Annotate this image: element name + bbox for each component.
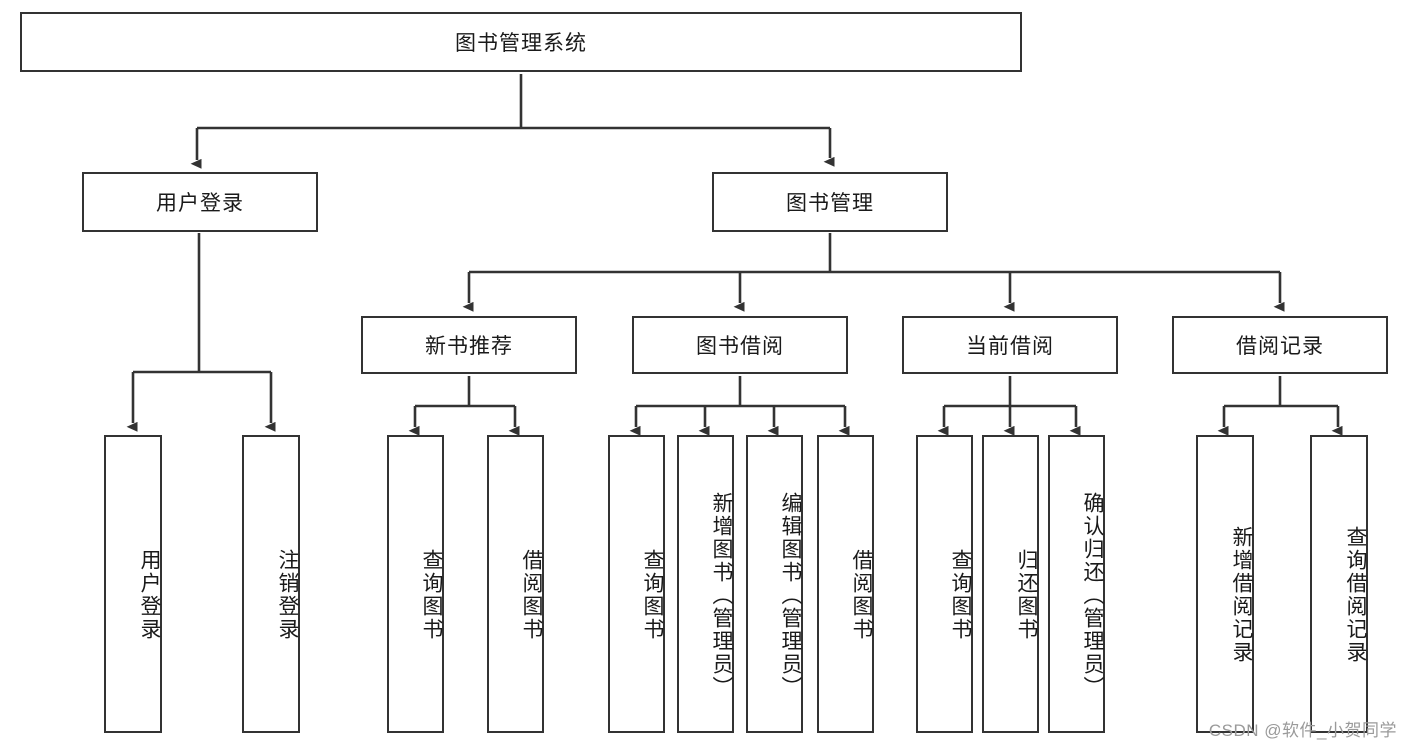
leaf-bb-borrow-book[interactable]: 借阅图书 [817, 435, 874, 733]
csdn-watermark: CSDN @软件_小贺同学 [1208, 721, 1397, 740]
leaf-br-query-record[interactable]: 查询借阅记录 [1310, 435, 1368, 733]
leaf-rec-query-book[interactable]: 查询图书 [387, 435, 444, 733]
leaf-user-login[interactable]: 用户登录 [104, 435, 162, 733]
leaf-br-add-record[interactable]: 新增借阅记录 [1196, 435, 1254, 733]
leaf-rec-query-book-label: 查询图书 [420, 549, 443, 641]
leaf-logout[interactable]: 注销登录 [242, 435, 300, 733]
node-new-book-recommend[interactable]: 新书推荐 [361, 316, 577, 374]
node-new-book-recommend-label: 新书推荐 [425, 335, 513, 358]
node-current-borrow[interactable]: 当前借阅 [902, 316, 1118, 374]
node-borrow-record-label: 借阅记录 [1236, 335, 1324, 358]
node-book-borrow-label: 图书借阅 [696, 335, 784, 358]
node-root[interactable]: 图书管理系统 [20, 12, 1022, 72]
node-book-borrow[interactable]: 图书借阅 [632, 316, 848, 374]
leaf-cb-confirm-return-label: 确认归还（管理员） [1081, 491, 1104, 699]
leaf-bb-edit-book-label: 编辑图书（管理员） [779, 491, 802, 699]
node-current-borrow-label: 当前借阅 [966, 335, 1054, 358]
leaf-br-add-record-label: 新增借阅记录 [1230, 526, 1253, 664]
leaf-rec-borrow-book-label: 借阅图书 [520, 549, 543, 641]
leaf-cb-return-book[interactable]: 归还图书 [982, 435, 1039, 733]
leaf-rec-borrow-book[interactable]: 借阅图书 [487, 435, 544, 733]
leaf-bb-add-book[interactable]: 新增图书（管理员） [677, 435, 734, 733]
node-user-login-label: 用户登录 [156, 192, 244, 215]
node-book-management[interactable]: 图书管理 [712, 172, 948, 232]
leaf-bb-query-book-label: 查询图书 [641, 549, 664, 641]
leaf-br-query-record-label: 查询借阅记录 [1344, 526, 1367, 664]
leaf-cb-query-book[interactable]: 查询图书 [916, 435, 973, 733]
leaf-bb-edit-book[interactable]: 编辑图书（管理员） [746, 435, 803, 733]
leaf-bb-add-book-label: 新增图书（管理员） [710, 491, 733, 699]
leaf-user-login-label: 用户登录 [138, 549, 161, 641]
leaf-cb-return-book-label: 归还图书 [1015, 549, 1038, 641]
node-borrow-record[interactable]: 借阅记录 [1172, 316, 1388, 374]
leaf-bb-query-book[interactable]: 查询图书 [608, 435, 665, 733]
node-user-login[interactable]: 用户登录 [82, 172, 318, 232]
leaf-cb-query-book-label: 查询图书 [949, 549, 972, 641]
leaf-cb-confirm-return[interactable]: 确认归还（管理员） [1048, 435, 1105, 733]
node-book-management-label: 图书管理 [786, 192, 874, 215]
leaf-bb-borrow-book-label: 借阅图书 [850, 549, 873, 641]
leaf-logout-label: 注销登录 [276, 549, 299, 641]
node-root-label: 图书管理系统 [455, 32, 587, 55]
